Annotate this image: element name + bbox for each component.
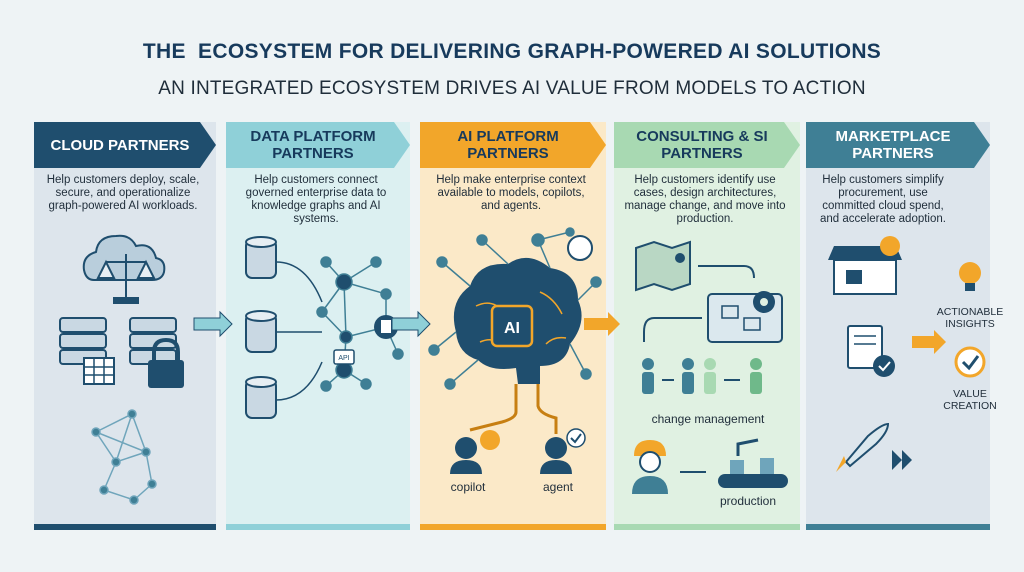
svg-text:API: API bbox=[338, 355, 349, 362]
flow-arrow bbox=[193, 310, 946, 354]
api-icon: API bbox=[333, 349, 355, 365]
value-creation-label: VALUE CREATION bbox=[943, 388, 997, 412]
column-ai-platform-partners: AI PLATFORM PARTNERS Help make enterpris… bbox=[420, 122, 606, 530]
storefront-icon bbox=[828, 236, 902, 295]
column-marketplace-partners: MARKETPLACE PARTNERS Help customers simp… bbox=[806, 122, 990, 530]
headset-icon bbox=[450, 430, 500, 474]
database-icon bbox=[245, 236, 277, 419]
ai-chip-label: AI bbox=[504, 320, 520, 337]
marketplace-heading: MARKETPLACE PARTNERS bbox=[806, 122, 990, 168]
worker-icon bbox=[632, 440, 668, 494]
page-subtitle: AN INTEGRATED ECOSYSTEM DRIVES AI VALUE … bbox=[158, 78, 866, 99]
ai-platform-description: Help make enterprise context available t… bbox=[436, 174, 586, 212]
marketplace-description: Help customers simplify procurement, use… bbox=[820, 174, 946, 225]
page-title: THE ECOSYSTEM FOR DELIVERING GRAPH-POWER… bbox=[142, 40, 882, 63]
consulting-si-heading: CONSULTING & SI PARTNERS bbox=[614, 122, 800, 168]
column-consulting-si-partners: CONSULTING & SI PARTNERS Help customers … bbox=[614, 122, 800, 530]
chat-icon bbox=[567, 235, 593, 261]
map-icon bbox=[635, 240, 691, 292]
change-management-label: change management bbox=[651, 412, 765, 426]
cloud-partners-description: Help customers deploy, scale, secure, an… bbox=[46, 174, 200, 212]
column-cloud-partners: CLOUD PARTNERS Help customers deploy, sc… bbox=[34, 122, 216, 530]
people-icon bbox=[642, 358, 762, 394]
chip-icon bbox=[490, 304, 534, 348]
network-icon bbox=[316, 256, 404, 392]
copilot-label: copilot bbox=[450, 480, 486, 494]
cloud-partners-heading: CLOUD PARTNERS bbox=[34, 122, 216, 168]
spreadsheet-icon bbox=[83, 357, 115, 385]
consulting-si-description: Help customers identify use cases, desig… bbox=[624, 174, 786, 225]
fast-forward-icon bbox=[892, 450, 912, 470]
data-platform-heading: DATA PLATFORM PARTNERS bbox=[226, 122, 410, 168]
factory-icon bbox=[718, 438, 788, 488]
ai-platform-heading: AI PLATFORM PARTNERS bbox=[420, 122, 606, 168]
lock-icon bbox=[148, 337, 184, 388]
network-icon bbox=[428, 227, 602, 390]
gear-icon bbox=[753, 291, 775, 313]
actionable-insights-label: ACTIONABLE INSIGHTS bbox=[936, 306, 1004, 330]
lightbulb-icon bbox=[959, 262, 981, 291]
contract-icon bbox=[847, 325, 895, 377]
graph-mesh-icon bbox=[91, 409, 157, 505]
check-circle-icon bbox=[954, 346, 986, 378]
column-data-platform-partners: DATA PLATFORM PARTNERS Help customers co… bbox=[226, 122, 410, 530]
checkmark-bubble-icon bbox=[540, 428, 586, 474]
scales-icon bbox=[96, 254, 156, 304]
rocket-icon bbox=[836, 422, 890, 472]
data-platform-description: Help customers connect governed enterpri… bbox=[245, 174, 387, 225]
agent-label: agent bbox=[542, 480, 574, 494]
production-label: production bbox=[719, 494, 777, 508]
